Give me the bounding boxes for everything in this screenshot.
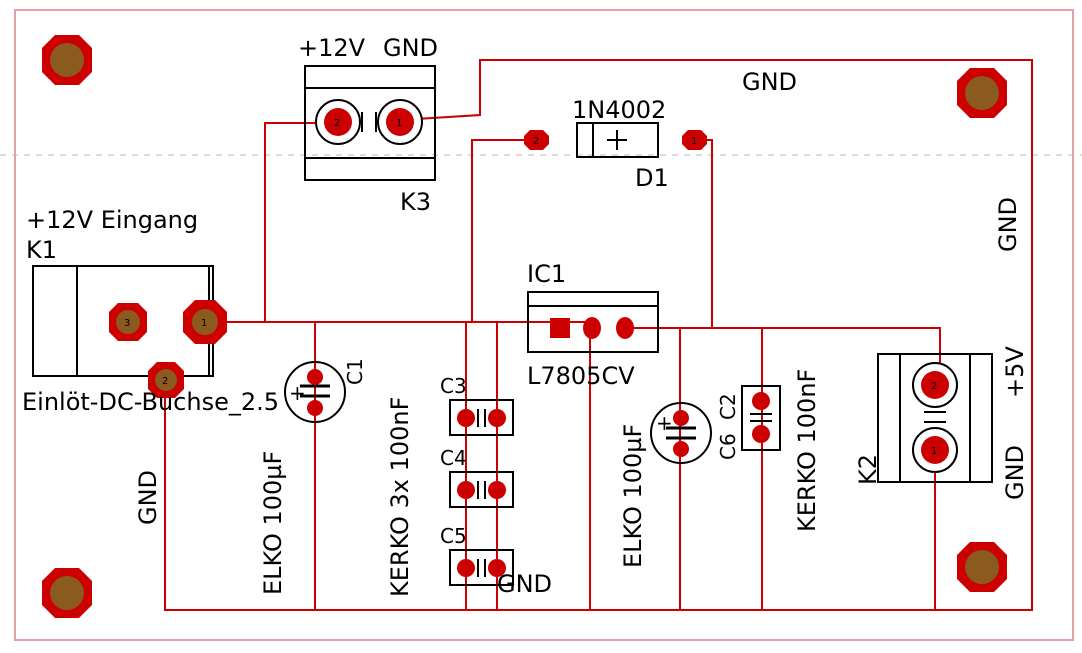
d1-type-label: 1N4002	[572, 96, 666, 124]
mounting-hole	[42, 35, 92, 85]
terminal-k3: 2 1	[304, 65, 436, 181]
pad	[307, 400, 323, 416]
k3-name-label: K3	[400, 188, 431, 216]
pin-number: 2	[533, 136, 539, 147]
k1-title-label: +12V Eingang	[26, 206, 198, 234]
mounting-hole	[42, 568, 92, 618]
pad	[307, 369, 323, 385]
capacitor-c5	[449, 549, 514, 586]
c1-plus-sign: +	[289, 381, 306, 405]
pin-number: 3	[124, 318, 130, 329]
pad	[921, 436, 949, 464]
pad	[682, 130, 707, 150]
top-gnd-label: GND	[742, 68, 797, 96]
pad	[752, 392, 770, 410]
left-gnd-label: GND	[134, 470, 162, 525]
pin-number: 1	[691, 136, 697, 147]
pad	[386, 108, 414, 136]
pad	[616, 317, 634, 339]
c5-name-label: C5	[440, 524, 467, 548]
k3-gnd-label: GND	[383, 34, 438, 62]
pin-number: 2	[334, 118, 340, 129]
c6-value-label: ELKO 100µF	[619, 424, 647, 568]
d1-name-label: D1	[635, 164, 669, 192]
c3c5-value-label: KERKO 3x 100nF	[386, 397, 414, 597]
pin-number: 1	[931, 446, 937, 457]
pad	[324, 108, 352, 136]
c1-name-label: C1	[343, 358, 367, 385]
capacitor-c4	[449, 471, 514, 508]
mounting-hole	[957, 68, 1007, 118]
k2-name-label: K2	[854, 454, 882, 485]
mounting-hole	[957, 542, 1007, 592]
pin-number: 2	[931, 381, 937, 392]
k2-plus5v-label: +5V	[1001, 346, 1029, 398]
capacitor-c1	[284, 361, 346, 423]
ic1-name-label: IC1	[527, 260, 566, 288]
c4-name-label: C4	[440, 446, 467, 470]
pad	[550, 318, 570, 338]
capacitor-c6	[650, 402, 712, 464]
k2-gnd-label: GND	[1001, 445, 1029, 500]
pin-number: 1	[201, 318, 207, 329]
diode-d1: 2 1	[524, 122, 707, 158]
c6-name-label: C6	[716, 433, 740, 460]
capacitor-c3	[449, 399, 514, 436]
pad	[583, 317, 601, 339]
c2-name-label: C2	[716, 393, 740, 420]
k3-plus12v-label: +12V	[298, 34, 366, 62]
pad	[524, 130, 549, 150]
pad	[488, 481, 506, 499]
pad	[488, 409, 506, 427]
regulator-ic1	[527, 291, 659, 353]
pad	[457, 409, 475, 427]
pin-number: 2	[162, 376, 168, 387]
k1-name-label: K1	[26, 236, 57, 264]
pin-number: 1	[396, 118, 402, 129]
pad	[488, 559, 506, 577]
c3-name-label: C3	[440, 374, 467, 398]
dc-jack-k1: 3 1 2	[32, 265, 227, 398]
board-outline	[14, 9, 1074, 641]
c6-plus-sign: +	[656, 411, 673, 435]
pad	[673, 410, 689, 426]
c2-value-label: KERKO 100nF	[793, 369, 821, 532]
terminal-k2: 2 1	[877, 353, 993, 483]
pad	[457, 559, 475, 577]
right-gnd-label: GND	[994, 197, 1022, 252]
pad	[752, 425, 770, 443]
c1-value-label: ELKO 100µF	[259, 451, 287, 595]
bottom-gnd-label: GND	[497, 570, 552, 598]
k1-type-label: Einlöt-DC-Buchse_2.5	[22, 388, 279, 416]
ic1-type-label: L7805CV	[527, 362, 635, 390]
capacitor-c2	[741, 385, 781, 451]
pad	[921, 371, 949, 399]
pad	[673, 441, 689, 457]
pad	[457, 481, 475, 499]
